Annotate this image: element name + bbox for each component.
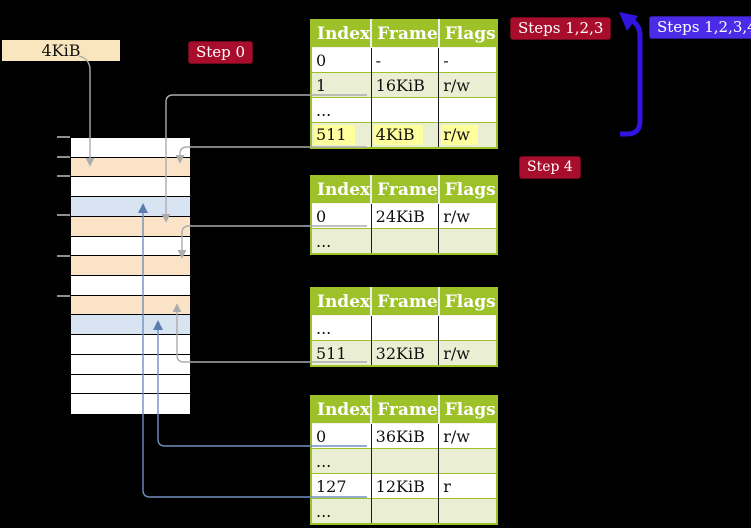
memory-tick xyxy=(57,295,70,297)
memory-row-0 xyxy=(71,138,190,158)
column-header-frame: Frame xyxy=(370,176,439,204)
column-header-index: Index xyxy=(311,288,372,316)
column-header-index: Index xyxy=(311,20,372,48)
cell-flags: r xyxy=(438,473,497,499)
column-header-flags: Flags xyxy=(437,288,497,316)
loop-arrow xyxy=(620,17,643,137)
cell-flags: r/w xyxy=(438,203,497,229)
physical-memory-column xyxy=(70,137,191,415)
memory-tick xyxy=(57,214,70,216)
table-row: ... xyxy=(311,315,497,341)
cell-frame xyxy=(370,315,439,341)
cell-frame xyxy=(370,228,439,254)
cell-index: 1 xyxy=(311,72,372,98)
cell-index: ... xyxy=(311,315,372,341)
steps123-badge: Steps 1,2,3 xyxy=(510,17,612,40)
cell-frame: 12KiB xyxy=(370,473,439,499)
table-row: ... xyxy=(311,228,497,254)
cell-frame xyxy=(370,498,439,524)
cell-index: 0 xyxy=(311,423,372,449)
cell-flags xyxy=(438,228,497,254)
table-row: ... xyxy=(311,498,497,524)
highlighted-value: r/w xyxy=(441,125,478,145)
cell-index: 511 xyxy=(311,122,372,148)
cell-flags: - xyxy=(438,47,497,73)
steps1234-badge: Steps 1,2,3,4 xyxy=(649,16,751,39)
memory-row-1 xyxy=(71,157,190,178)
cell-flags xyxy=(438,448,497,474)
connector-table1-entry511 xyxy=(175,146,367,164)
memory-tick xyxy=(57,156,70,158)
memory-tick xyxy=(57,255,70,257)
cell-index: 511 xyxy=(311,340,372,366)
memory-row-13 xyxy=(71,394,190,414)
cell-flags: r/w xyxy=(438,122,497,148)
memory-row-9 xyxy=(71,315,190,336)
column-header-flags: Flags xyxy=(437,176,497,204)
cell-flags: r/w xyxy=(438,340,497,366)
column-header-frame: Frame xyxy=(370,288,439,316)
cell-frame xyxy=(370,97,439,123)
cell-index: 0 xyxy=(311,47,372,73)
cell-index: 0 xyxy=(311,203,372,229)
memory-row-3 xyxy=(71,197,190,217)
cell-flags xyxy=(438,97,497,123)
cell-index: ... xyxy=(311,228,372,254)
highlighted-value: 511 xyxy=(314,125,355,145)
memory-tick xyxy=(57,175,70,177)
table-row: ... xyxy=(311,448,497,474)
cell-index: ... xyxy=(311,97,372,123)
cell-frame xyxy=(370,448,439,474)
column-header-frame: Frame xyxy=(370,396,439,424)
cell-flags: r/w xyxy=(438,72,497,98)
cell-frame: - xyxy=(370,47,439,73)
column-header-index: Index xyxy=(311,396,372,424)
memory-row-5 xyxy=(71,236,190,257)
memory-row-11 xyxy=(71,354,190,375)
memory-row-4 xyxy=(71,216,190,237)
column-header-flags: Flags xyxy=(437,20,497,48)
memory-tick xyxy=(57,136,70,138)
table-row: ... xyxy=(311,97,497,123)
memory-row-7 xyxy=(71,275,190,296)
cell-index: ... xyxy=(311,448,372,474)
column-header-index: Index xyxy=(311,176,372,204)
column-header-flags: Flags xyxy=(437,396,497,424)
cell-flags xyxy=(438,498,497,524)
cell-frame: 32KiB xyxy=(370,340,439,366)
memory-row-12 xyxy=(71,374,190,395)
table-row: 511 4KiB r/w xyxy=(311,122,497,148)
step0-badge: Step 0 xyxy=(188,41,254,64)
cell-frame: 36KiB xyxy=(370,423,439,449)
table-row: 0-- xyxy=(311,47,497,73)
loop-arrow-head-icon xyxy=(619,12,638,31)
cell-index: ... xyxy=(311,498,372,524)
memory-row-2 xyxy=(71,177,190,198)
page-size-label: 4KiB xyxy=(2,40,120,61)
cell-frame: 16KiB xyxy=(370,72,439,98)
cell-flags xyxy=(438,315,497,341)
memory-row-8 xyxy=(71,295,190,316)
cell-index: 127 xyxy=(311,473,372,499)
cell-flags: r/w xyxy=(438,423,497,449)
column-header-frame: Frame xyxy=(370,20,439,48)
memory-row-10 xyxy=(71,335,190,355)
step4-badge: Step 4 xyxy=(519,156,581,179)
highlighted-value: 4KiB xyxy=(373,125,423,145)
memory-row-6 xyxy=(71,256,190,276)
cell-frame: 24KiB xyxy=(370,203,439,229)
cell-frame: 4KiB xyxy=(370,122,439,148)
